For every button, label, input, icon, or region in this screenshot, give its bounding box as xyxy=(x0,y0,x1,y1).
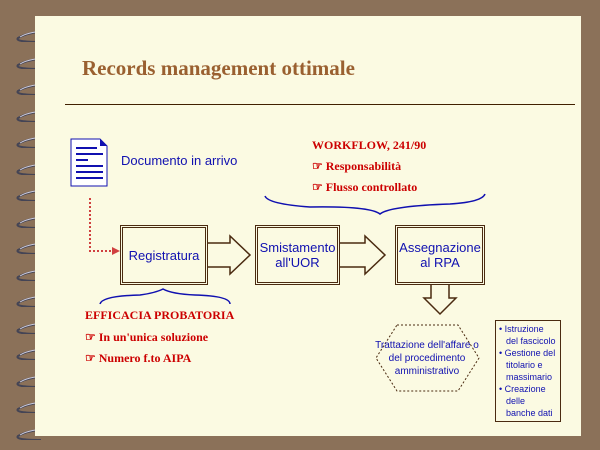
workflow-item: ☞ Responsabilità xyxy=(312,159,402,173)
workflow-heading: WORKFLOW, 241/90 xyxy=(312,138,427,152)
trattazione-hexagon xyxy=(375,324,480,392)
dotted-connector xyxy=(89,198,113,252)
efficacia-item: ☞ Numero f.to AIPA xyxy=(85,351,192,365)
list-item: • Gestione del titolario e massimario xyxy=(499,348,556,382)
efficacia-heading: EFFICACIA PROBATORIA xyxy=(85,308,235,322)
pointing-hand-icon: ☞ xyxy=(312,180,326,194)
document-label: Documento in arrivo xyxy=(121,153,238,168)
flow-arrows xyxy=(204,234,458,316)
pointing-hand-icon: ☞ xyxy=(85,351,99,365)
step-registratura: Registratura xyxy=(120,225,208,285)
pointing-hand-icon: ☞ xyxy=(85,330,99,344)
list-item: • Creazione delle banche dati xyxy=(499,384,553,418)
pointing-hand-icon: ☞ xyxy=(312,159,326,173)
step-smistamento: Smistamento all'UOR xyxy=(255,225,340,285)
activity-list: • Istruzione del fascicolo • Gestione de… xyxy=(495,320,561,422)
workflow-brace xyxy=(264,193,486,215)
page-title: Records management ottimale xyxy=(82,56,355,80)
efficacia-item: ☞ In un'unica soluzione xyxy=(85,330,209,344)
efficacia-brace xyxy=(99,288,231,305)
list-item: • Istruzione del fascicolo xyxy=(499,324,556,346)
document-icon xyxy=(70,138,108,187)
trattazione-label: Trattazione dell'affare o del procedimen… xyxy=(375,339,479,377)
workflow-item: ☞ Flusso controllato xyxy=(312,180,418,194)
divider xyxy=(65,104,575,105)
step-assegnazione: Assegnazione al RPA xyxy=(395,225,485,285)
